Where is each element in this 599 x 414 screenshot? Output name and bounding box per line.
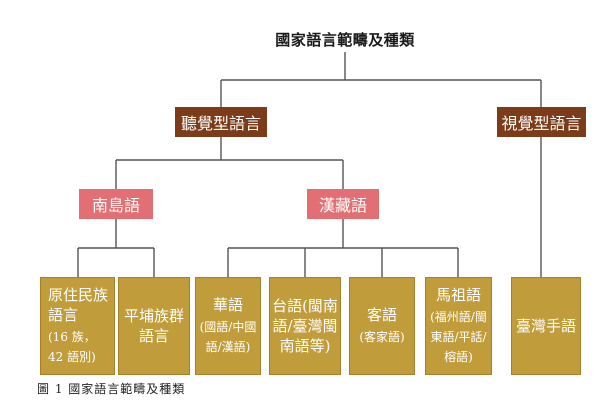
sino-tibetan-node: 漢藏語 xyxy=(307,189,379,219)
matsu-leaf: 馬祖語 (福州語/閩東語/平話/榕語) xyxy=(425,277,492,375)
taiwan-sign-language-leaf: 臺灣手語 xyxy=(511,277,581,375)
visual-language-node: 視覺型語言 xyxy=(497,107,586,137)
taiyu-label: 台語(閩南語/臺灣閩南語等) xyxy=(272,297,338,355)
huayu-note: (國語/中國語/漢語) xyxy=(199,320,257,354)
kejia-label: 客語 xyxy=(366,306,397,324)
indigenous-languages-label: 原住民族語言 xyxy=(48,286,109,324)
taiyu-leaf: 台語(閩南語/臺灣閩南語等) xyxy=(269,277,341,375)
pingpu-languages-label: 平埔族群語言 xyxy=(123,307,184,345)
austronesian-node: 南島語 xyxy=(79,189,153,219)
kejia-note: (客家語) xyxy=(359,330,405,344)
diagram-title: 國家語言範疇及種類 xyxy=(275,30,415,49)
matsu-label: 馬祖語 xyxy=(435,286,481,304)
huayu-leaf: 華語 (國語/中國語/漢語) xyxy=(195,277,261,375)
indigenous-languages-leaf: 原住民族語言 (16 族，42 語別) xyxy=(40,277,115,375)
figure-caption: 圖 1 國家語言範疇及種類 xyxy=(37,382,186,396)
pingpu-languages-leaf: 平埔族群語言 xyxy=(118,277,190,375)
indigenous-languages-note: (16 族，42 語別) xyxy=(48,330,96,364)
kejia-leaf: 客語 (客家語) xyxy=(349,277,415,375)
taiwan-sign-language-label: 臺灣手語 xyxy=(515,317,576,335)
auditory-language-node: 聽覺型語言 xyxy=(175,107,267,137)
matsu-note: (福州語/閩東語/平話/榕語) xyxy=(430,310,487,364)
huayu-label: 華語 xyxy=(212,296,243,314)
